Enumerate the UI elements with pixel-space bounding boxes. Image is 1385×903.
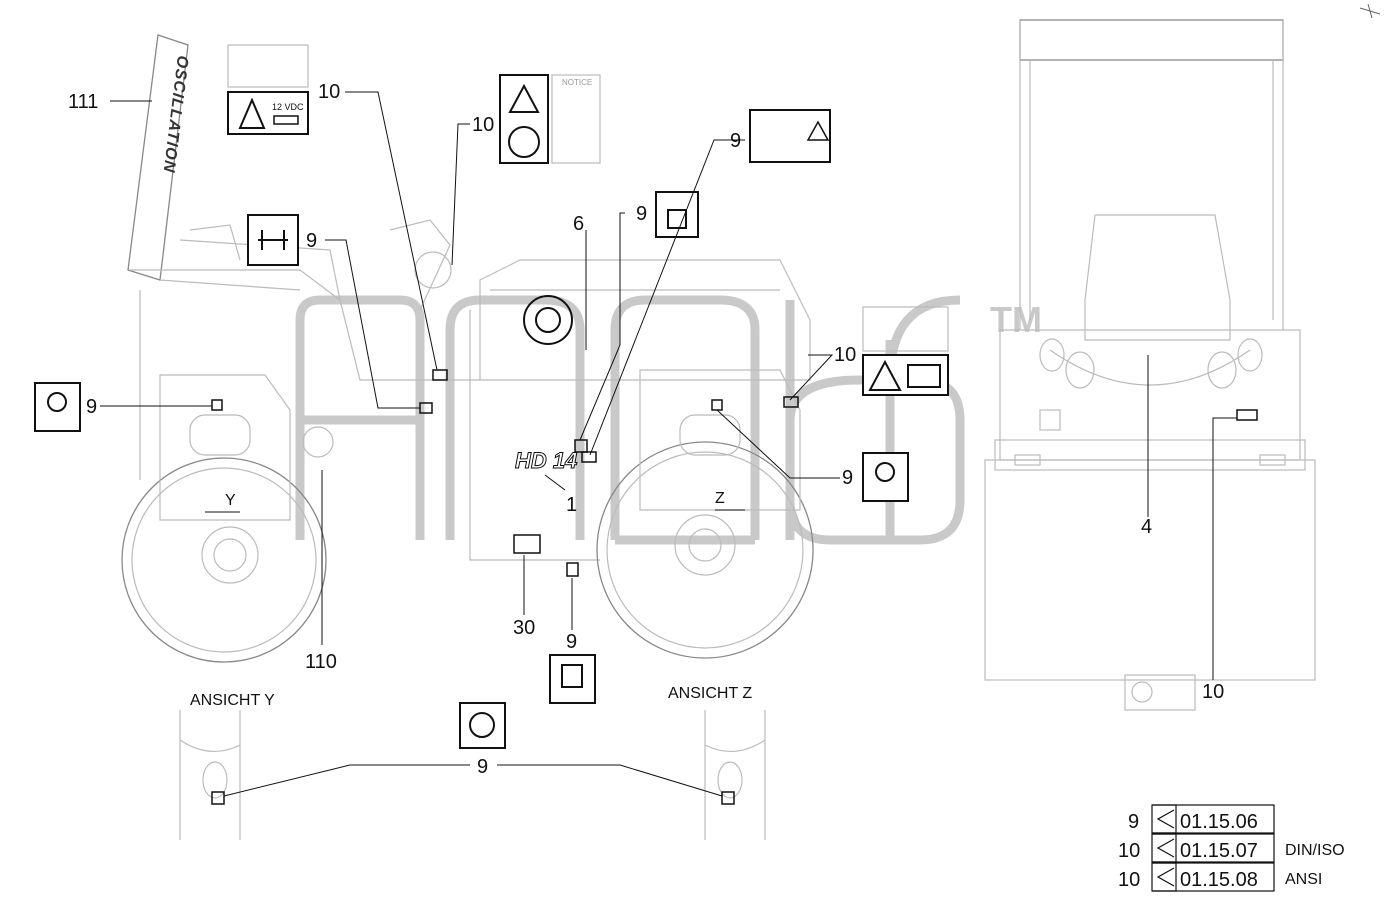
decal-oscillation-symbol [459, 702, 506, 749]
callout-10-b: 10 [472, 114, 494, 136]
notice-text: NOTICE [562, 78, 592, 87]
legend-num: 10 [1118, 869, 1140, 891]
eye-icon [1152, 833, 1177, 863]
legend-row: 10 01.15.07 DIN/ISO [1118, 833, 1345, 863]
callout-6: 6 [573, 213, 584, 235]
marker-y: Y [225, 492, 236, 509]
legend-row: 9 01.15.06 [1128, 804, 1275, 834]
leader-lines [100, 91, 1237, 797]
legend-code: 01.15.06 [1180, 811, 1258, 833]
callout-10-d: 10 [1202, 681, 1224, 703]
callout-9-c: 9 [636, 203, 647, 225]
legend-code: 01.15.08 [1180, 869, 1258, 891]
callout-9-d: 9 [86, 396, 97, 418]
legend-code: 01.15.07 [1180, 840, 1258, 862]
roller-front-view [984, 19, 1316, 711]
roller-side-view: OSCILLATION HD 14 [121, 34, 814, 663]
callout-30: 30 [513, 617, 535, 639]
callout-labels: 111 10 10 9 9 9 6 10 9 9 1 4 110 30 9 10… [68, 81, 1224, 778]
watermark-logo: TM [295, 295, 1042, 545]
decal-warning-panel [749, 109, 831, 163]
decal-tiedown-left [34, 382, 81, 432]
small-decals [211, 369, 1258, 805]
corner-mark [1359, 3, 1381, 19]
decal-lift-point [549, 654, 596, 704]
decal-manual [862, 306, 949, 396]
decal-crush [655, 191, 699, 238]
callout-1: 1 [566, 494, 577, 516]
callout-9-f: 9 [566, 631, 577, 653]
marker-z: Z [715, 490, 725, 507]
view-z: ANSICHT Z [668, 685, 766, 840]
legend-note: ANSI [1285, 871, 1322, 888]
eye-icon [1152, 862, 1177, 892]
decal-notice: NOTICE [499, 74, 601, 164]
legend-num: 10 [1118, 840, 1140, 862]
watermark-tm: TM [990, 299, 1042, 340]
view-y: ANSICHT Y [179, 692, 275, 840]
model-decal-text: HD 14 [515, 448, 577, 473]
callout-9-b: 9 [730, 130, 741, 152]
callout-110: 110 [305, 651, 337, 673]
oscillation-decal-text: OSCILLATION [160, 55, 191, 174]
decal-tiedown-right [862, 452, 909, 502]
decal-12vdc: 12 VDC [227, 44, 309, 135]
legend-note: DIN/ISO [1285, 842, 1345, 859]
eye-icon [1152, 804, 1177, 834]
callout-10-a: 10 [318, 81, 340, 103]
callout-9-a: 9 [306, 230, 317, 252]
callout-111: 111 [68, 91, 98, 113]
callout-10-c: 10 [834, 344, 856, 366]
decal-lift [247, 214, 299, 266]
voltage-text: 12 VDC [272, 102, 304, 112]
callout-4: 4 [1141, 516, 1152, 538]
callout-9-e: 9 [842, 467, 853, 489]
callout-9-g: 9 [477, 756, 488, 778]
view-y-title: ANSICHT Y [190, 692, 275, 709]
legend-row: 10 01.15.08 ANSI [1118, 862, 1322, 892]
legend-table: 9 01.15.06 10 01.15.07 DIN/ISO 10 01.15.… [1118, 804, 1345, 892]
view-z-title: ANSICHT Z [668, 685, 752, 702]
legend-num: 9 [1128, 811, 1139, 833]
